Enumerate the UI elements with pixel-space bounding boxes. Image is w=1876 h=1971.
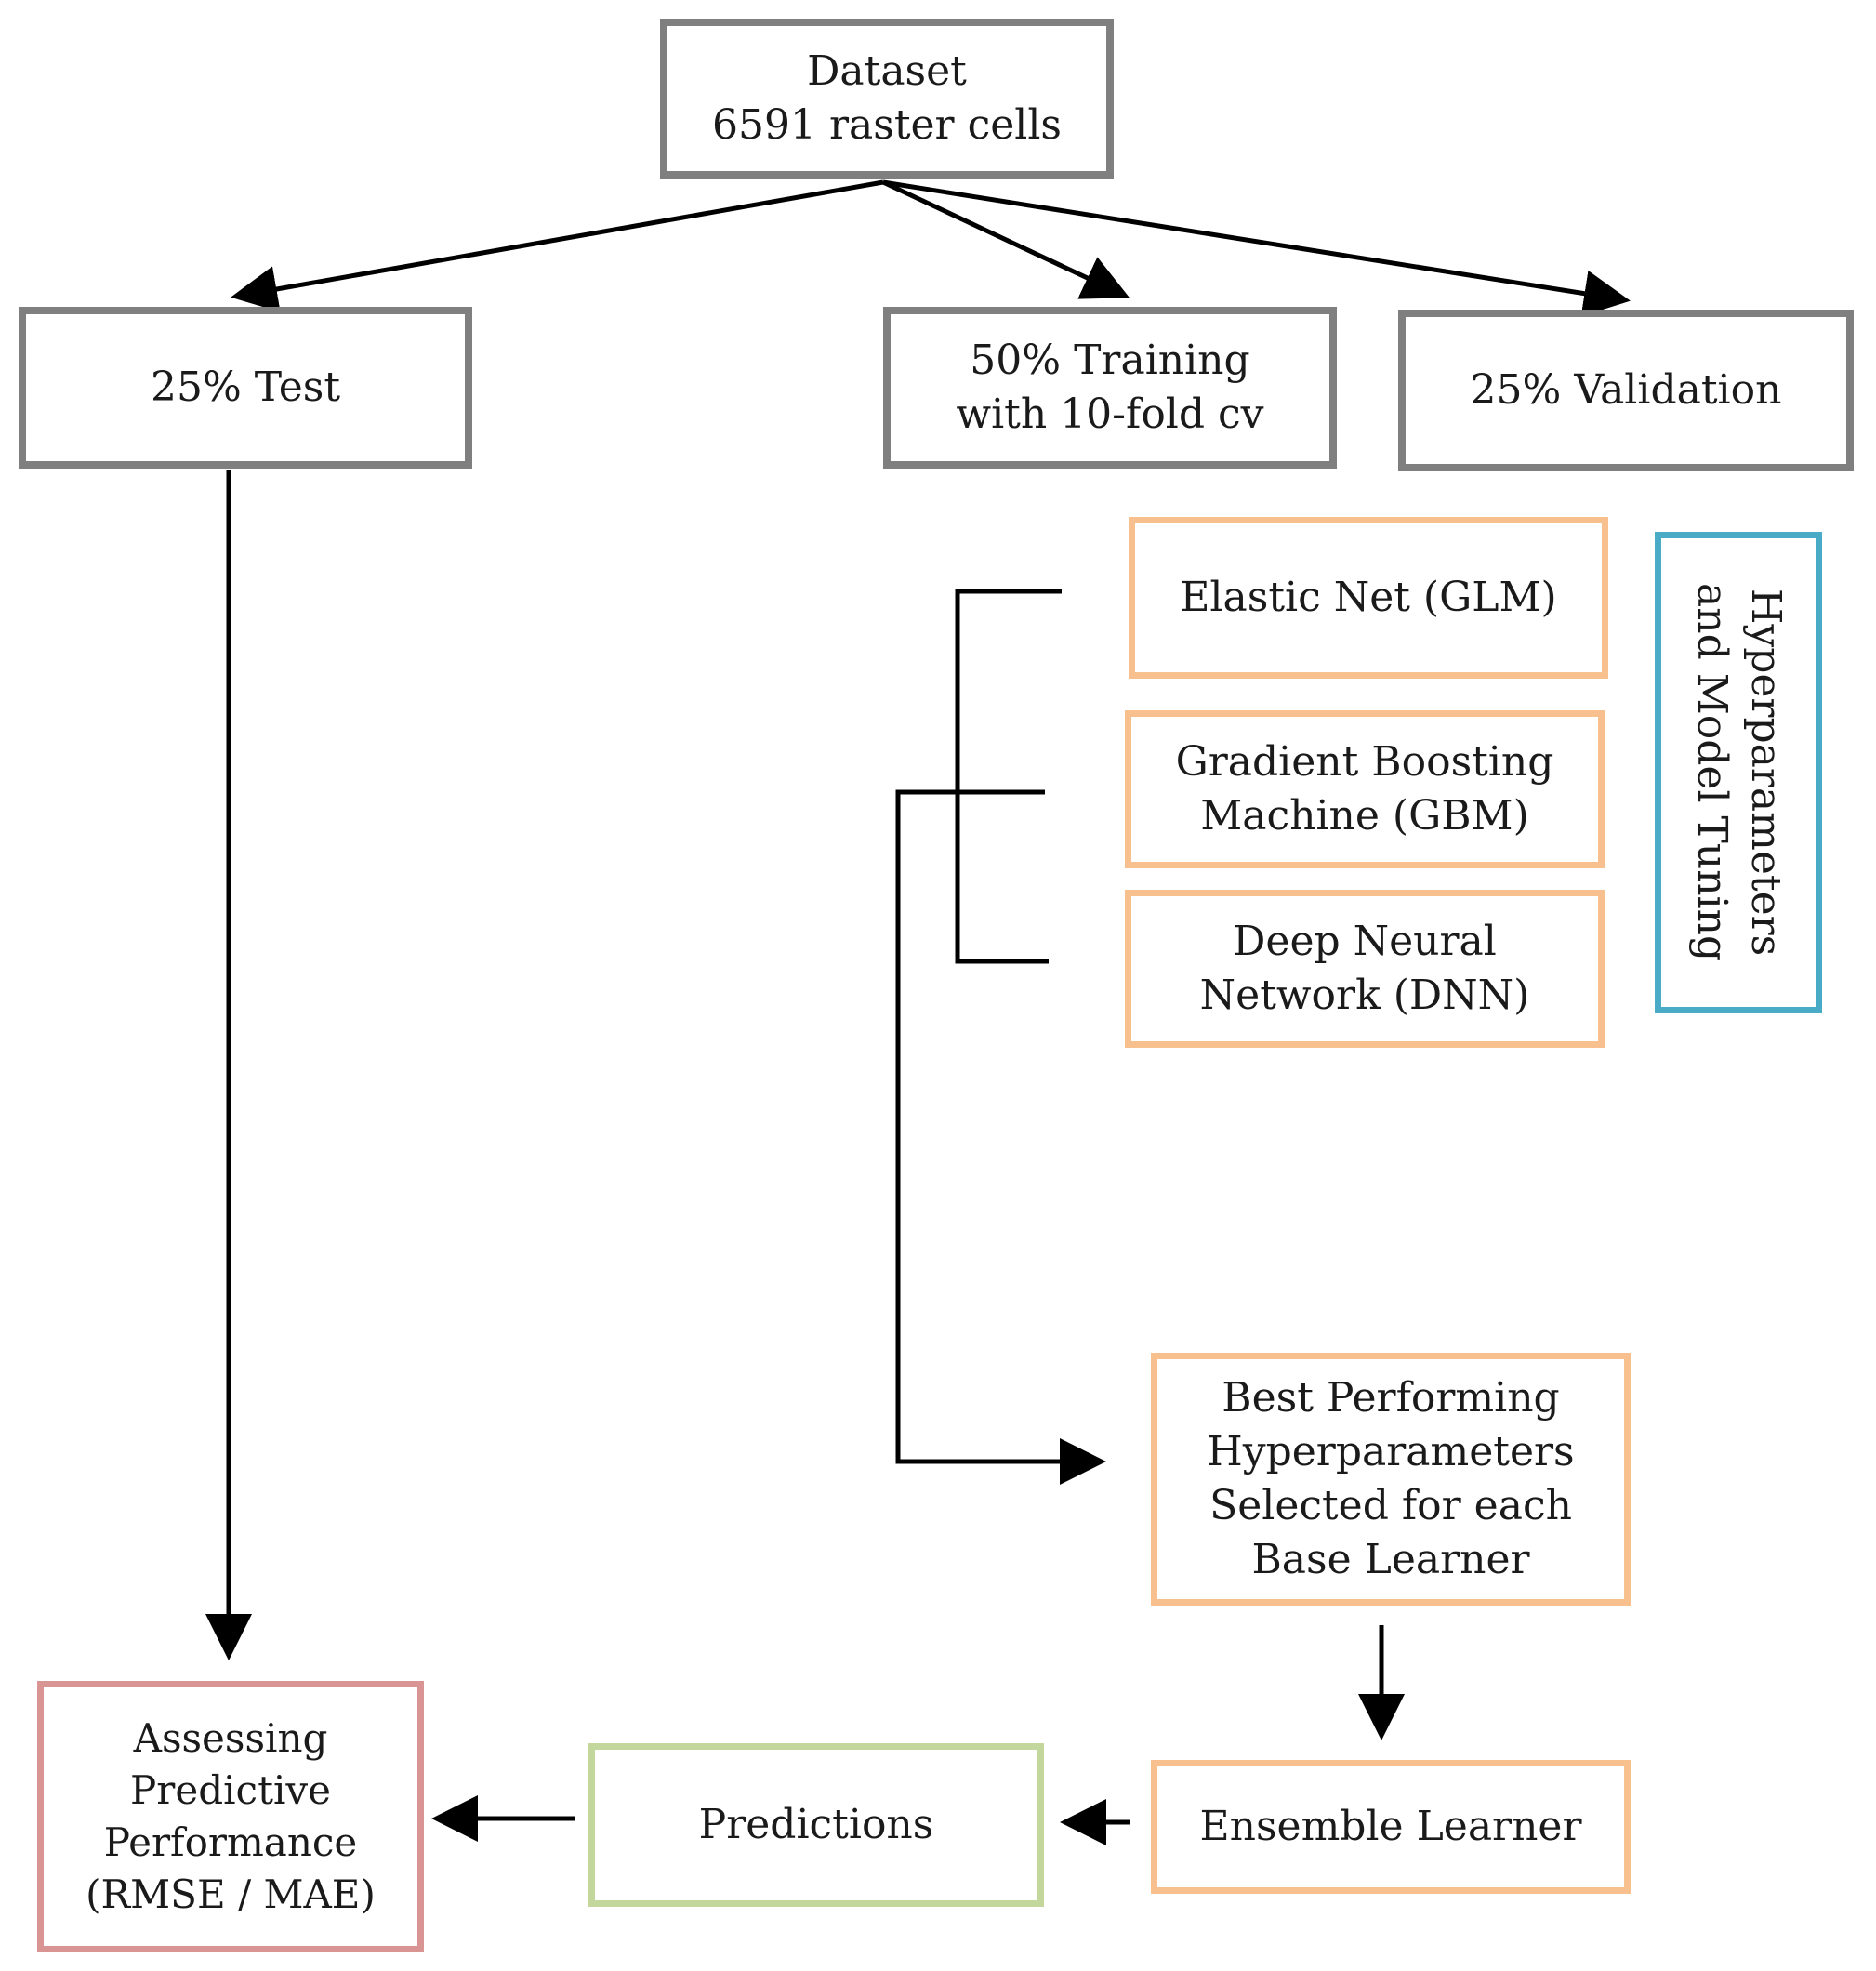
assessing-performance-node: Assessing Predictive Performance (RMSE /… bbox=[37, 1681, 424, 1952]
best-hyperparameters-node: Best Performing Hyperparameters Selected… bbox=[1151, 1353, 1631, 1606]
assessing-performance-label: Assessing Predictive Performance (RMSE /… bbox=[86, 1715, 376, 1917]
dataset-node: Dataset 6591 raster cells bbox=[660, 19, 1114, 179]
arrow-gbm-to-best bbox=[895, 789, 1106, 1485]
test-split-label: 25% Test bbox=[150, 364, 340, 411]
ensemble-learner-node: Ensemble Learner bbox=[1151, 1760, 1631, 1894]
test-split-node: 25% Test bbox=[19, 307, 472, 469]
best-hyperparameters-label: Best Performing Hyperparameters Selected… bbox=[1207, 1374, 1575, 1583]
glm-node: Elastic Net (GLM) bbox=[1129, 517, 1608, 679]
predictions-node: Predictions bbox=[588, 1743, 1044, 1907]
gbm-label: Gradient Boosting Machine (GBM) bbox=[1175, 738, 1554, 840]
training-split-label: 50% Training with 10-fold cv bbox=[956, 337, 1264, 438]
dataset-label: Dataset 6591 raster cells bbox=[712, 47, 1062, 149]
training-split-node: 50% Training with 10-fold cv bbox=[883, 307, 1337, 469]
bracket-base-learners bbox=[955, 589, 1062, 964]
validation-split-label: 25% Validation bbox=[1470, 366, 1782, 414]
tuning-node: Hyperparameters and Model Tuning bbox=[1655, 532, 1822, 1013]
tuning-label: Hyperparameters and Model Tuning bbox=[1688, 583, 1790, 962]
dnn-label: Deep Neural Network (DNN) bbox=[1199, 918, 1530, 1019]
arrow-dataset-to-training bbox=[881, 179, 1130, 299]
ensemble-learner-label: Ensemble Learner bbox=[1199, 1803, 1582, 1850]
validation-split-node: 25% Validation bbox=[1398, 310, 1854, 471]
glm-label: Elastic Net (GLM) bbox=[1180, 574, 1557, 621]
predictions-label: Predictions bbox=[698, 1801, 934, 1848]
gbm-node: Gradient Boosting Machine (GBM) bbox=[1125, 710, 1605, 868]
arrow-dataset-to-validation bbox=[882, 179, 1631, 317]
arrow-dataset-to-test bbox=[231, 179, 884, 312]
dnn-node: Deep Neural Network (DNN) bbox=[1125, 890, 1605, 1048]
